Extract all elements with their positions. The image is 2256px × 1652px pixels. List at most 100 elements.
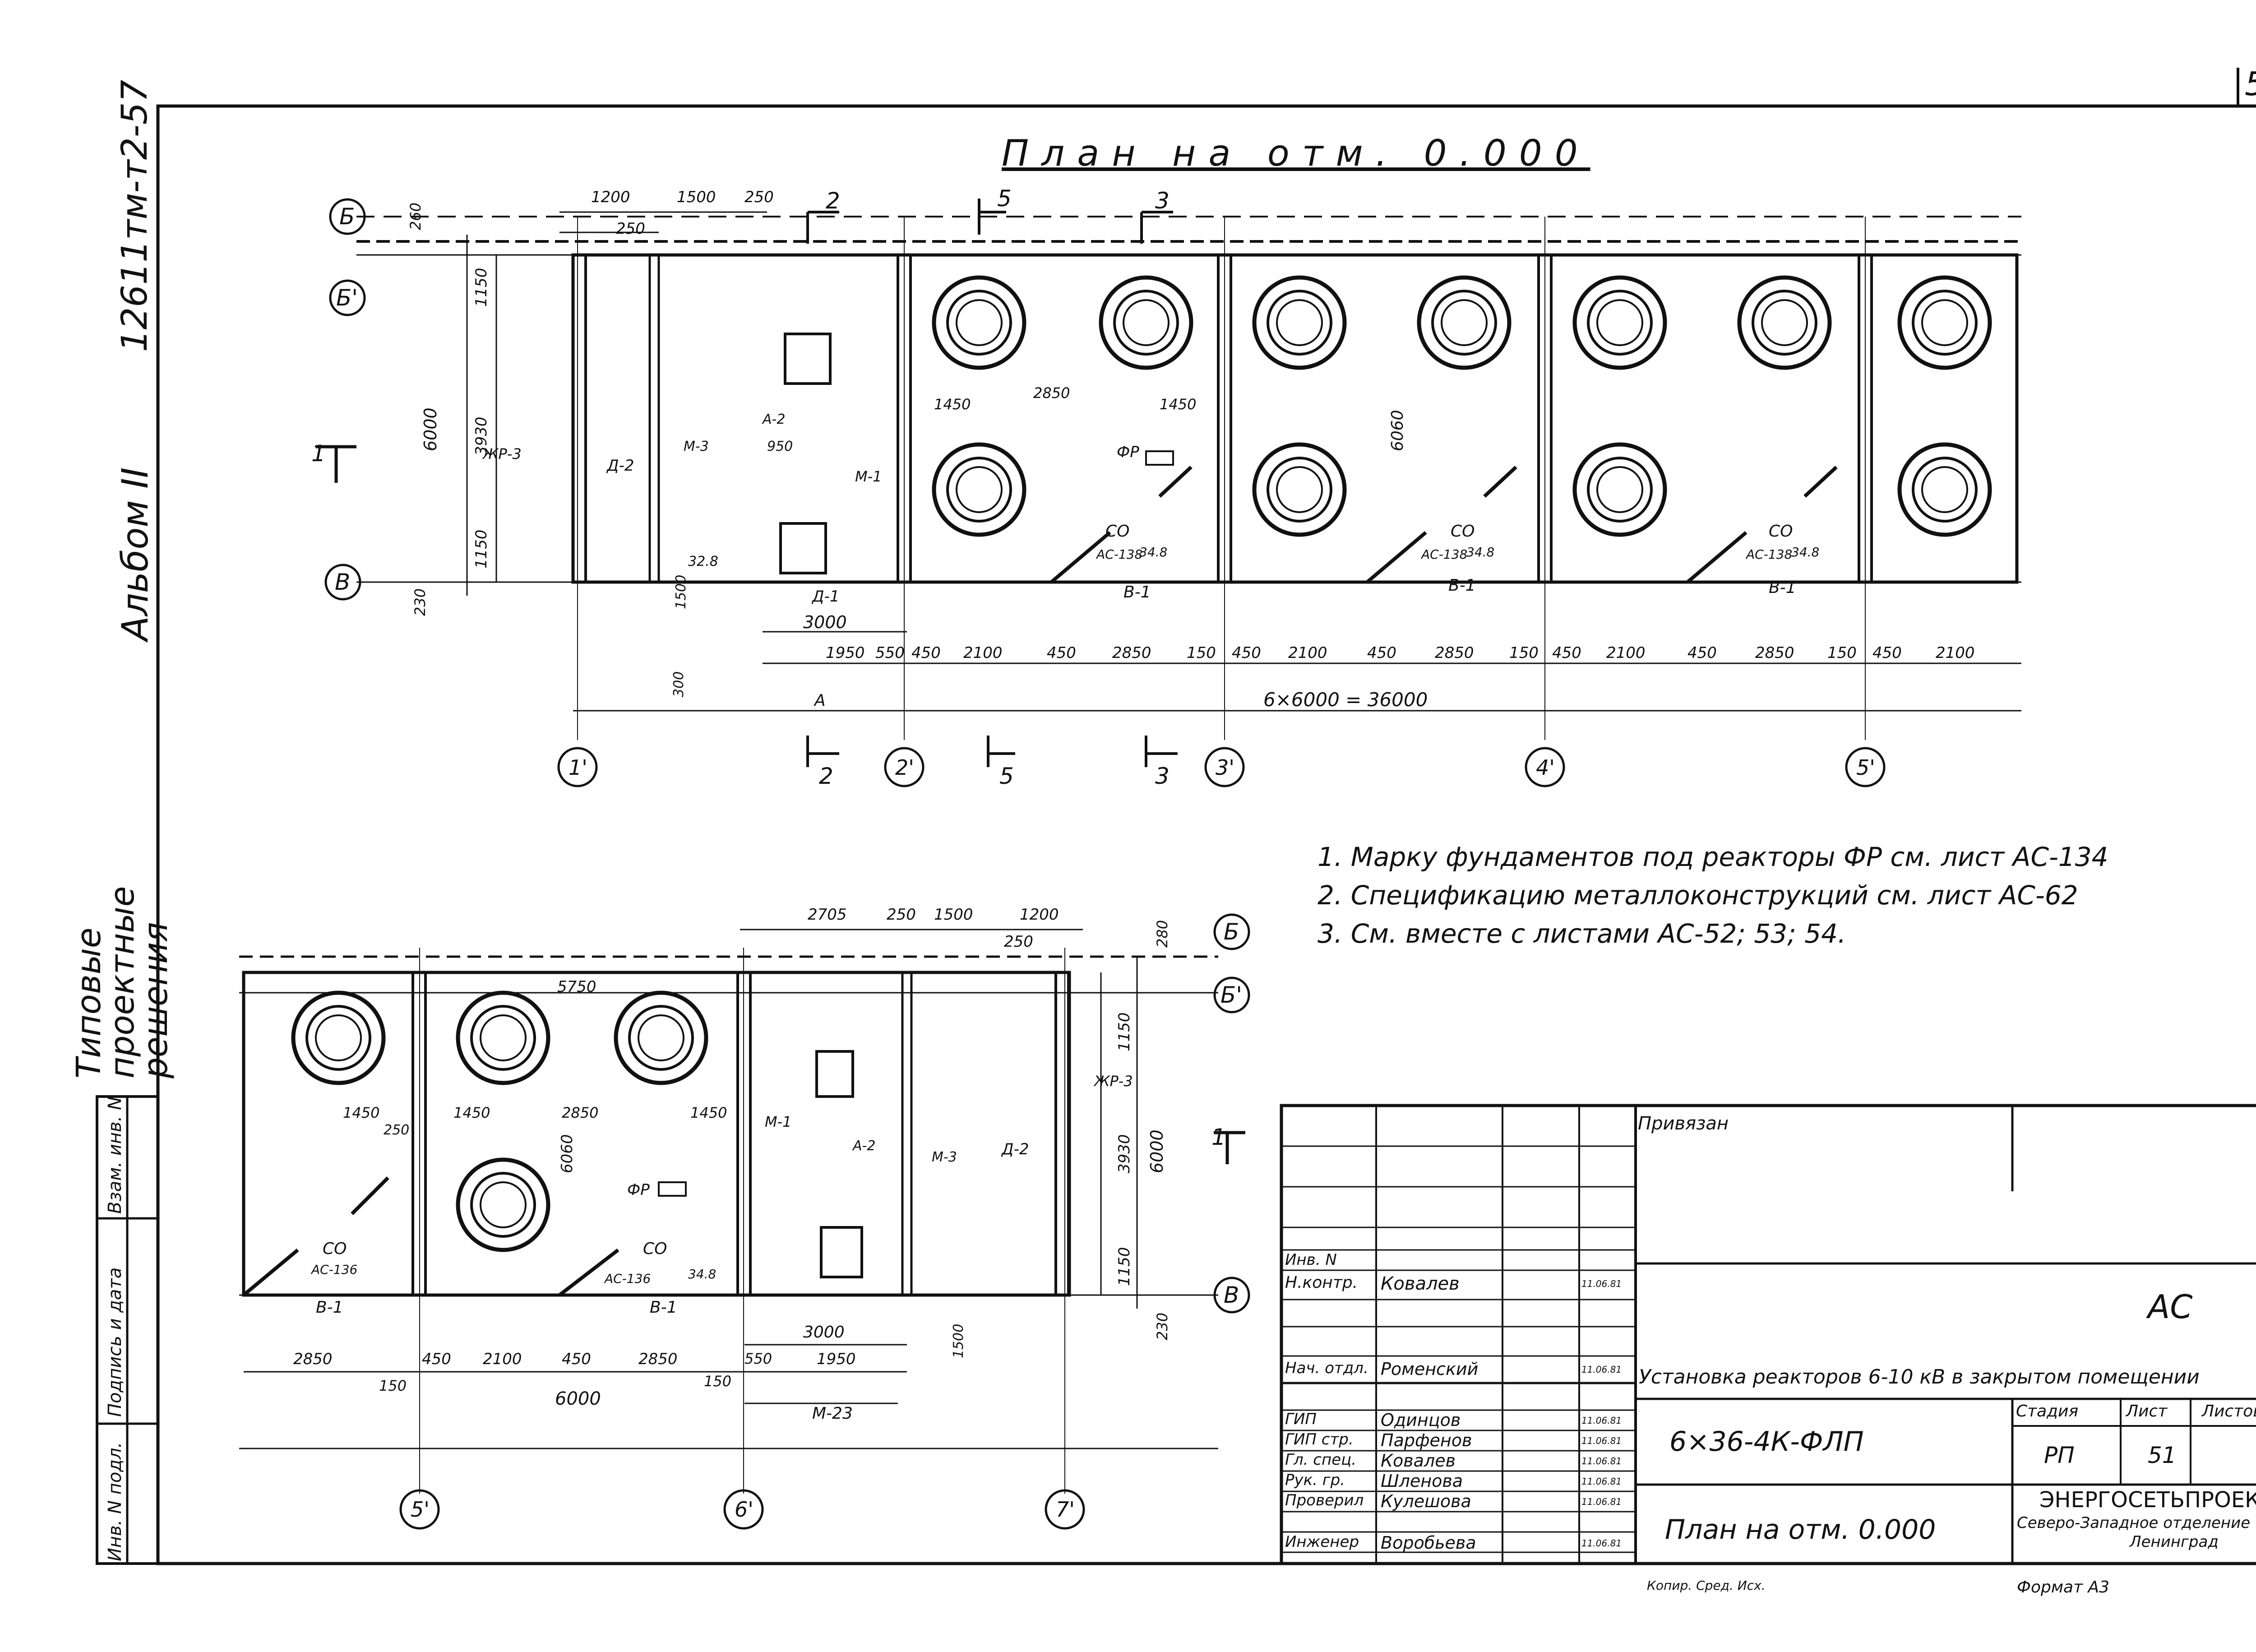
door2-cut: 34.8: [1466, 545, 1495, 560]
dim-reactor-1450a: 1450: [934, 396, 971, 413]
dim-b-250c: 250: [384, 1122, 410, 1138]
dim-b-chain-150b: 150: [704, 1373, 732, 1390]
dim-b-chain-1500: 1500: [951, 1323, 966, 1358]
dim-b-5750: 5750: [557, 978, 596, 996]
dim-b-chain-450b: 450: [562, 1350, 591, 1368]
dim-chain-150a: 150: [1187, 644, 1216, 662]
section-1-bottom: 1: [1211, 1124, 1226, 1150]
dim-chain-2100b: 2100: [1288, 644, 1327, 662]
dim-b-chain-2100: 2100: [483, 1350, 522, 1368]
label-zhr3-top: ЖР-3: [483, 445, 522, 463]
bottom-row-axis-bubbles: [1213, 913, 1250, 1314]
tb-date-7: 11.06.81: [1581, 1538, 1622, 1549]
dim-b-2850: 2850: [562, 1104, 599, 1121]
bottom-col-axis-bubbles: [399, 1489, 1085, 1530]
tb-name-5: Шленова: [1381, 1471, 1463, 1491]
dim-reactor-2850: 2850: [1033, 384, 1070, 402]
tb-role-0: Н.контр.: [1285, 1273, 1358, 1292]
door3-co: СО: [1769, 522, 1793, 541]
tb-date-6: 11.06.81: [1581, 1496, 1622, 1507]
reactor: [932, 275, 1026, 370]
tb-privyazan: Привязан: [1638, 1113, 1729, 1134]
top-section-marks: [316, 199, 1178, 767]
tb-sheet-label: Лист: [2126, 1402, 2168, 1421]
tb-name-6: Кулешова: [1381, 1491, 1471, 1511]
tb-stage-label: Стадия: [2016, 1402, 2079, 1421]
door1-ref: АС-138: [1096, 547, 1143, 562]
dim-head-1200: 1200: [591, 188, 630, 206]
reactor: [291, 990, 386, 1085]
door3-cut: 34.8: [1791, 545, 1820, 560]
axis-col-7-bottom: 7': [1056, 1497, 1075, 1522]
axis-col-3: 3': [1216, 755, 1234, 780]
tb-name-2: Одинцов: [1381, 1410, 1461, 1430]
tb-date-5: 11.06.81: [1581, 1476, 1622, 1487]
tb-footer-left: Копир. Сред. Исх.: [1647, 1578, 1766, 1593]
axis-row-v: В: [335, 569, 351, 595]
dim-chain-2850c: 2850: [1755, 644, 1794, 662]
door-b2-co: СО: [643, 1240, 667, 1258]
reactor: [1572, 275, 1667, 370]
top-plan: [316, 198, 2021, 787]
dim-chain-2100c: 2100: [1606, 644, 1646, 662]
tb-org-branch: Северо-Западное отделение: [2017, 1514, 2251, 1532]
tb-org-city: Ленинград: [2130, 1533, 2219, 1551]
bottom-doors: [242, 1176, 619, 1297]
tb-name-3: Парфенов: [1381, 1430, 1472, 1450]
top-row-axis-bubbles: [324, 198, 366, 601]
dim-chain-150b: 150: [1509, 644, 1539, 662]
label-d2-bottom: Д-2: [1002, 1140, 1029, 1158]
dim-b-chain-2850a: 2850: [293, 1350, 333, 1368]
axis-col-4: 4': [1536, 755, 1555, 780]
tb-project: 6×36-4К-ФЛП: [1669, 1426, 1864, 1458]
tb-role-3: ГИП стр.: [1285, 1430, 1354, 1448]
reactor: [1099, 275, 1193, 370]
tb-sheets-label: Листов: [2202, 1402, 2256, 1421]
dim-row-6000: 6000: [421, 407, 440, 451]
axis-col-2: 2': [895, 755, 914, 780]
tb-date-2: 11.06.81: [1581, 1415, 1622, 1426]
section-1-top: 1: [311, 440, 326, 467]
section-3-top: 3: [1155, 188, 1170, 214]
label-d2-top: Д-2: [607, 457, 634, 475]
door1-cut: 34.8: [1139, 545, 1168, 560]
dim-b-2705: 2705: [808, 906, 847, 924]
stamp-vzam-inv: Взам. инв. N: [105, 1097, 125, 1214]
dim-b-1450a: 1450: [343, 1104, 380, 1121]
title-block-grid: [1280, 1104, 2256, 1565]
axis-row-b-prime: Б': [336, 285, 358, 311]
door1-mark: В-1: [1123, 583, 1151, 602]
dim-b-1450-left: 1450: [453, 1104, 490, 1121]
top-doors: [1050, 466, 1838, 584]
dim-chain-450d: 450: [1367, 644, 1396, 662]
dim-row-1150a: 1150: [472, 268, 490, 307]
dim-b-3000: 3000: [803, 1323, 845, 1342]
door3-mark: В-1: [1769, 578, 1796, 597]
reactor: [1897, 275, 1992, 370]
door-b1-mark: В-1: [316, 1298, 343, 1317]
tb-role-4: Гл. спец.: [1285, 1451, 1357, 1469]
reactor: [614, 990, 708, 1085]
dim-reactor-1450b: 1450: [1160, 396, 1197, 413]
section-3-bottom: 3: [1155, 763, 1170, 789]
reactor: [1737, 275, 1832, 370]
tb-role-2: ГИП: [1285, 1410, 1317, 1428]
dim-b-row-6000: 6000: [1147, 1129, 1167, 1173]
label-zhr3-bottom: ЖР-3: [1094, 1073, 1133, 1090]
dim-b-row-230: 230: [1154, 1312, 1171, 1340]
door-b2-mark: В-1: [650, 1298, 677, 1317]
reactor: [1417, 275, 1512, 370]
dim-overall-36000: 6×6000 = 36000: [1263, 689, 1428, 711]
label-fr-bottom: ФР: [627, 1181, 650, 1199]
axis-col-6-bottom: 6': [735, 1497, 754, 1522]
dim-chain-450b: 450: [1047, 644, 1076, 662]
dim-chain-2850a: 2850: [1112, 644, 1151, 662]
sheet-frame: [156, 68, 2256, 1565]
tb-role-7: Инженер: [1285, 1533, 1359, 1551]
door-b2-ref: АС-136: [605, 1271, 651, 1286]
reactor: [456, 990, 550, 1085]
section-2-top: 2: [826, 188, 840, 214]
dim-chain-450g: 450: [1872, 644, 1902, 662]
dim-head-250b: 250: [616, 220, 645, 238]
tb-role-1: Нач. отдл.: [1285, 1359, 1368, 1377]
